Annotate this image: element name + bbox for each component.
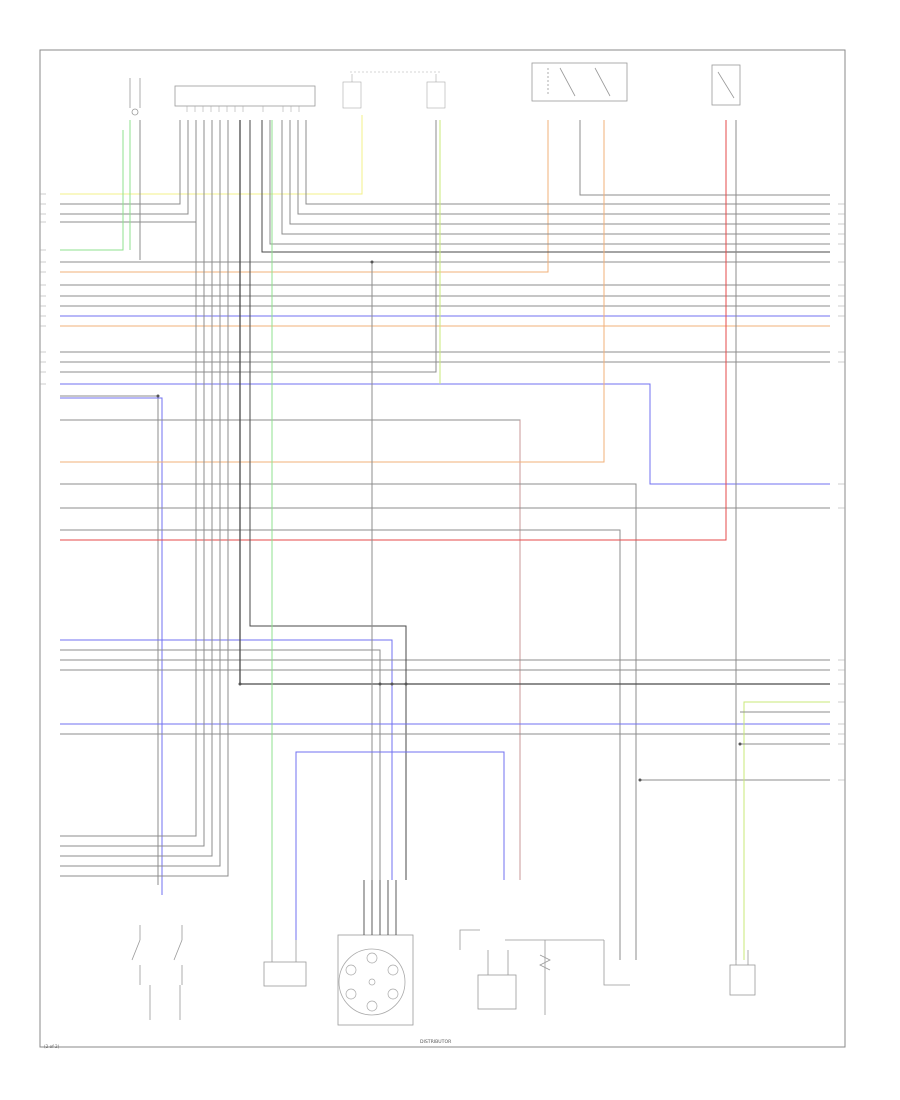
diagram-border [39, 49, 846, 1048]
distributor-cap [338, 948, 406, 1016]
splice-points [156, 260, 742, 782]
fuse-block-top [342, 71, 446, 109]
distributor-label: DISTRIBUTOR [420, 1039, 452, 1045]
wire-gray-r5 [269, 120, 830, 245]
ecm-connector [174, 85, 316, 107]
wire-gray-l2 [60, 649, 381, 880]
wire-gray-r3 [289, 120, 830, 225]
switch-bottom-left [131, 925, 183, 1020]
wire-dark-l6 [249, 120, 407, 880]
wire-lightgreen-l13 [743, 701, 830, 960]
wire-dark-l5 [239, 120, 830, 685]
wire-ecm-3 [60, 120, 213, 857]
wire-gray-2 [60, 120, 181, 205]
wire-ecm-2 [60, 120, 205, 847]
wire-ecm-1 [60, 120, 197, 837]
right-pin-ticks [838, 203, 845, 781]
engine-control-module [174, 85, 316, 112]
wire-gray-r7 [579, 120, 830, 196]
wire-dark-r6 [261, 120, 830, 253]
switch-top-right [711, 64, 741, 106]
sensor-top-left [129, 78, 141, 116]
relay-bottom [505, 939, 630, 1015]
distributor: DISTRIBUTOR [337, 880, 452, 1045]
wire-gray-m5 [60, 483, 637, 960]
wire-gray-15 [60, 120, 437, 373]
connector-bottom-right [729, 950, 756, 996]
wire-green-5 [60, 130, 124, 251]
wire-yellow-1 [60, 115, 363, 195]
wire-orange-7 [60, 120, 549, 273]
wire-orange-m4 [60, 120, 605, 463]
wire-ecm-5 [60, 120, 229, 877]
distributor-housing [337, 934, 414, 1026]
wire-red-m8 [60, 120, 727, 541]
wire-gray-3 [60, 120, 189, 215]
ignition-coil [459, 929, 517, 1010]
wire-blue-m2 [60, 397, 163, 895]
wire-blue-l1 [60, 639, 393, 880]
sensor-bottom [263, 940, 307, 987]
left-pin-ticks [40, 193, 46, 385]
wire-blue-l10 [295, 751, 505, 940]
wire-ecm-4 [60, 120, 221, 867]
wire-gray-m7 [60, 529, 621, 960]
pressure-switch-box [531, 62, 628, 102]
wire-gray-r4 [281, 120, 830, 235]
wire-gray-r1 [305, 120, 830, 205]
page-reference: (2 of 2) [44, 1044, 60, 1049]
wire-gray-r2 [297, 120, 830, 215]
wire-blue-16 [60, 383, 830, 485]
